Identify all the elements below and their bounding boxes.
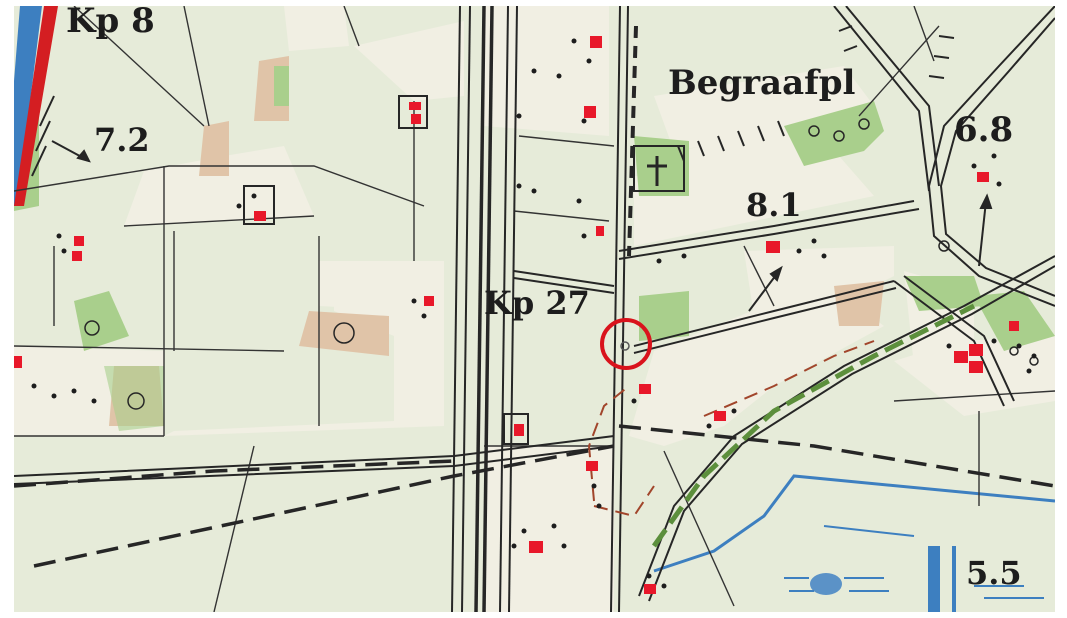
dashed-green-road	[651, 303, 976, 548]
label-height-8-1: 8.1	[746, 186, 802, 224]
building-outlines	[243, 95, 685, 445]
footpaths	[587, 340, 875, 518]
label-begraafpl: Begraafpl	[668, 63, 856, 103]
pond	[784, 573, 1044, 599]
buildings	[14, 36, 1019, 594]
tree-symbols	[84, 118, 1039, 410]
circle-marker-icon	[600, 318, 652, 370]
dot-markers	[31, 38, 1037, 589]
label-height-7-2: 7.2	[94, 121, 150, 159]
cemetery-cross-icon	[647, 156, 667, 186]
topographic-map: Kp 8 7.2 Begraafpl 6.8 8.1 Kp 27 5.5	[14, 6, 1055, 612]
dashed-lines	[14, 25, 1055, 568]
canal-left	[14, 6, 58, 206]
field-parcels	[14, 6, 1055, 612]
roads	[14, 6, 1055, 612]
hatching	[31, 25, 955, 177]
parcel-lines	[14, 6, 1055, 612]
waterways	[653, 474, 1055, 612]
arrows	[51, 140, 993, 312]
label-height-5-5: 5.5	[966, 554, 1022, 592]
map-labels: Kp 8 7.2 Begraafpl 6.8 8.1 Kp 27 5.5	[66, 6, 1022, 592]
label-kp8: Kp 8	[66, 6, 155, 41]
label-height-6-8: 6.8	[954, 110, 1013, 150]
label-kp27: Kp 27	[484, 284, 590, 322]
green-areas	[14, 66, 1055, 431]
